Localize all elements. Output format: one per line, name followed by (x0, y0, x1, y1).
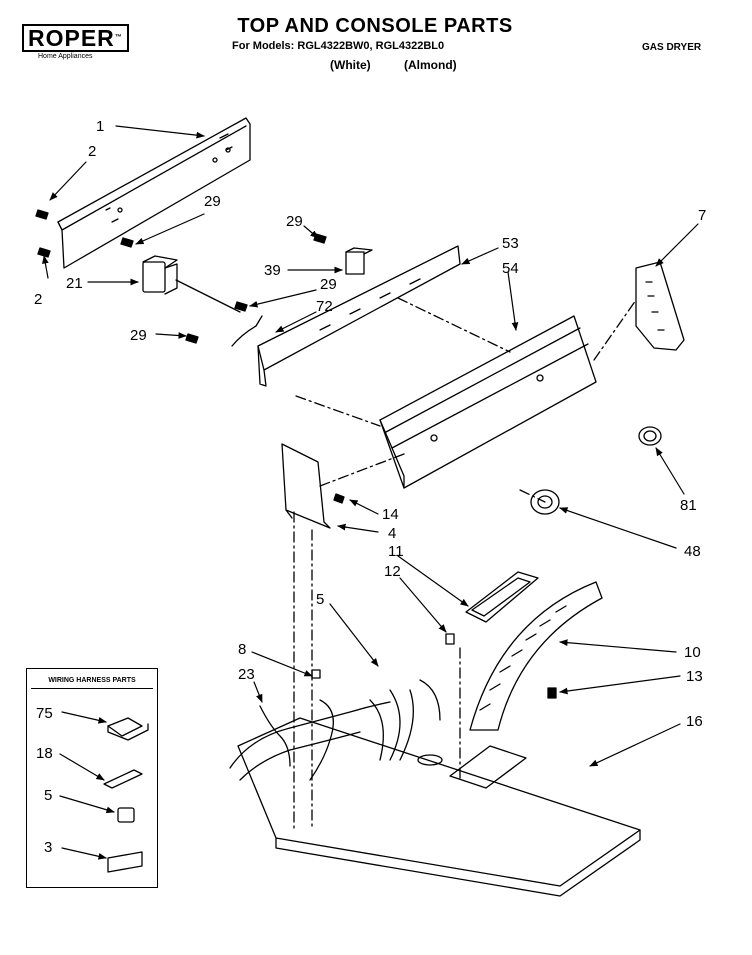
callout-2: 2 (88, 143, 96, 160)
callout-29: 29 (320, 276, 337, 293)
callout-3: 3 (44, 839, 52, 856)
callout-13: 13 (686, 668, 703, 685)
callout-48: 48 (684, 543, 701, 560)
callout-21: 21 (66, 275, 83, 292)
alignment-lines (293, 297, 637, 831)
part-12-clip (445, 633, 455, 645)
duct-housing (469, 581, 603, 731)
console-bracket (231, 245, 461, 387)
callout-4: 4 (388, 525, 396, 542)
callout-labels: 1 2 2 29 21 29 39 29 72 29 53 54 7 81 48… (34, 118, 706, 856)
callout-39: 39 (264, 262, 281, 279)
screw-part-14 (333, 493, 345, 504)
callout-29: 29 (204, 193, 221, 210)
callout-81: 81 (680, 497, 697, 514)
timer-switch (142, 255, 241, 313)
console-back-panel (57, 117, 251, 269)
knob-48 (530, 489, 560, 515)
callout-11: 11 (388, 543, 404, 560)
callout-29: 29 (130, 327, 147, 344)
callout-10: 10 (684, 644, 701, 661)
top-panel (237, 717, 641, 897)
callout-72: 72 (316, 298, 333, 315)
callout-5: 5 (44, 787, 52, 804)
wiring-harness-title: WIRING HARNESS PARTS (31, 669, 153, 689)
wiring-harness-box: WIRING HARNESS PARTS (26, 668, 158, 888)
model-numbers: For Models: RGL4322BW0, RGL4322BL0 (232, 40, 445, 52)
knob-81 (638, 426, 662, 446)
end-cap (635, 261, 685, 351)
page-title: TOP AND CONSOLE PARTS (237, 15, 513, 37)
control-panel (379, 315, 597, 489)
harness-parts-inset (103, 717, 149, 873)
variant-white: (White) (330, 58, 371, 72)
callout-18: 18 (36, 745, 53, 762)
brand-name: ROPER™ (22, 24, 129, 52)
variant-almond: (Almond) (404, 58, 457, 72)
screw-part-13 (547, 687, 557, 699)
wiring-harness (229, 669, 441, 781)
screw-part-2 (35, 209, 51, 258)
callout-arrows (42, 125, 699, 860)
brand-logo: ROPER™ Home Appliances (22, 24, 134, 60)
callout-53: 53 (502, 235, 519, 252)
callout-2: 2 (34, 291, 42, 308)
callout-23: 23 (238, 666, 255, 683)
callout-16: 16 (686, 713, 703, 730)
side-panel (281, 443, 331, 529)
screw-part-29 (120, 233, 327, 344)
brand-subtitle: Home Appliances (38, 53, 93, 60)
callout-5: 5 (316, 591, 324, 608)
model-variants: (White) (Almond) (330, 58, 487, 72)
callout-14: 14 (382, 506, 399, 523)
callout-7: 7 (698, 207, 706, 224)
housing-window (465, 571, 539, 623)
callout-1: 1 (96, 118, 104, 135)
callout-8: 8 (238, 641, 246, 658)
callout-75: 75 (36, 705, 53, 722)
product-type: GAS DRYER (642, 42, 702, 53)
callout-12: 12 (384, 563, 401, 580)
callout-29: 29 (286, 213, 303, 230)
callout-54: 54 (502, 260, 519, 277)
